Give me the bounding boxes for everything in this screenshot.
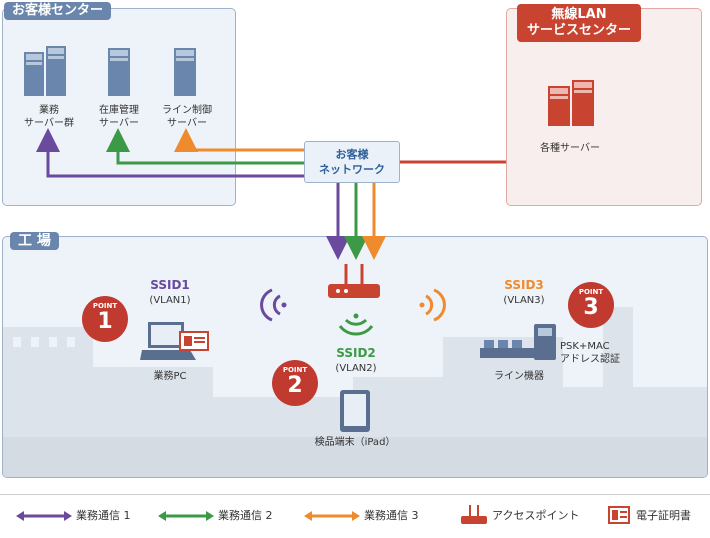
legend-divider <box>0 494 710 495</box>
legend-comm1-label: 業務通信 1 <box>76 509 131 522</box>
legend-comm1-arrow-icon <box>16 511 72 521</box>
business-server-group-label: 業務サーバー群 <box>24 105 74 129</box>
ssid2-vlan: (VLAN2) <box>335 363 377 374</box>
customer-center-title: お客様センター <box>4 2 112 20</box>
legend-access-point-label: アクセスポイント <box>492 509 580 522</box>
line-control-server-label: ライン制御サーバー <box>162 105 212 129</box>
wifi-waves-ssid1-icon <box>260 288 287 322</box>
inventory-server-label: 在庫管理サーバー <box>99 105 139 129</box>
ssid2-name: SSID2 <box>336 346 376 360</box>
ssid1-name: SSID1 <box>150 278 190 292</box>
factory-panel <box>2 236 708 478</box>
wifi-waves-ssid2-icon <box>338 313 374 336</box>
line-control-server-icon <box>174 48 196 96</box>
legend-comm3-arrow-icon <box>304 511 360 521</box>
wireless-center-title-line1: 無線LAN <box>551 7 607 22</box>
business-pc-icon <box>140 322 209 360</box>
ipad-icon <box>340 390 370 432</box>
various-servers-label: 各種サーバー <box>540 143 600 154</box>
ssid3-vlan: (VLAN3) <box>503 295 545 306</box>
legend-certificate-icon <box>608 506 630 524</box>
legend-comm2-label: 業務通信 2 <box>218 509 273 522</box>
customer-network-box: お客様 ネットワーク <box>304 141 400 183</box>
wifi-waves-ssid3-icon <box>419 288 446 322</box>
ipad-label: 検品端末（iPad） <box>314 437 396 448</box>
customer-center-panel <box>2 8 236 206</box>
legend-access-point-icon <box>461 505 487 524</box>
ssid3-name: SSID3 <box>504 278 544 292</box>
line-equipment-icon <box>480 324 556 360</box>
various-servers-icon <box>548 80 594 126</box>
ssid1-vlan: (VLAN1) <box>149 295 191 306</box>
wireless-center-title-line2: サービスセンター <box>527 23 632 38</box>
legend-comm2-arrow-icon <box>158 511 214 521</box>
business-pc-label: 業務PC <box>153 371 187 382</box>
legend-comm3-label: 業務通信 3 <box>364 509 419 522</box>
factory-title: 工 場 <box>10 232 59 250</box>
business-server-group-icon <box>24 46 66 96</box>
legend-certificate-label: 電子証明書 <box>636 509 691 522</box>
wireless-center-title: 無線LAN サービスセンター <box>517 4 642 42</box>
line-equipment-label: ライン機器 <box>494 371 544 382</box>
network-label-line2: ネットワーク <box>319 163 385 176</box>
factory-silhouette <box>3 307 707 477</box>
access-point-icon <box>328 264 380 298</box>
network-label-line1: お客様 <box>335 148 369 161</box>
inventory-server-icon <box>108 48 130 96</box>
